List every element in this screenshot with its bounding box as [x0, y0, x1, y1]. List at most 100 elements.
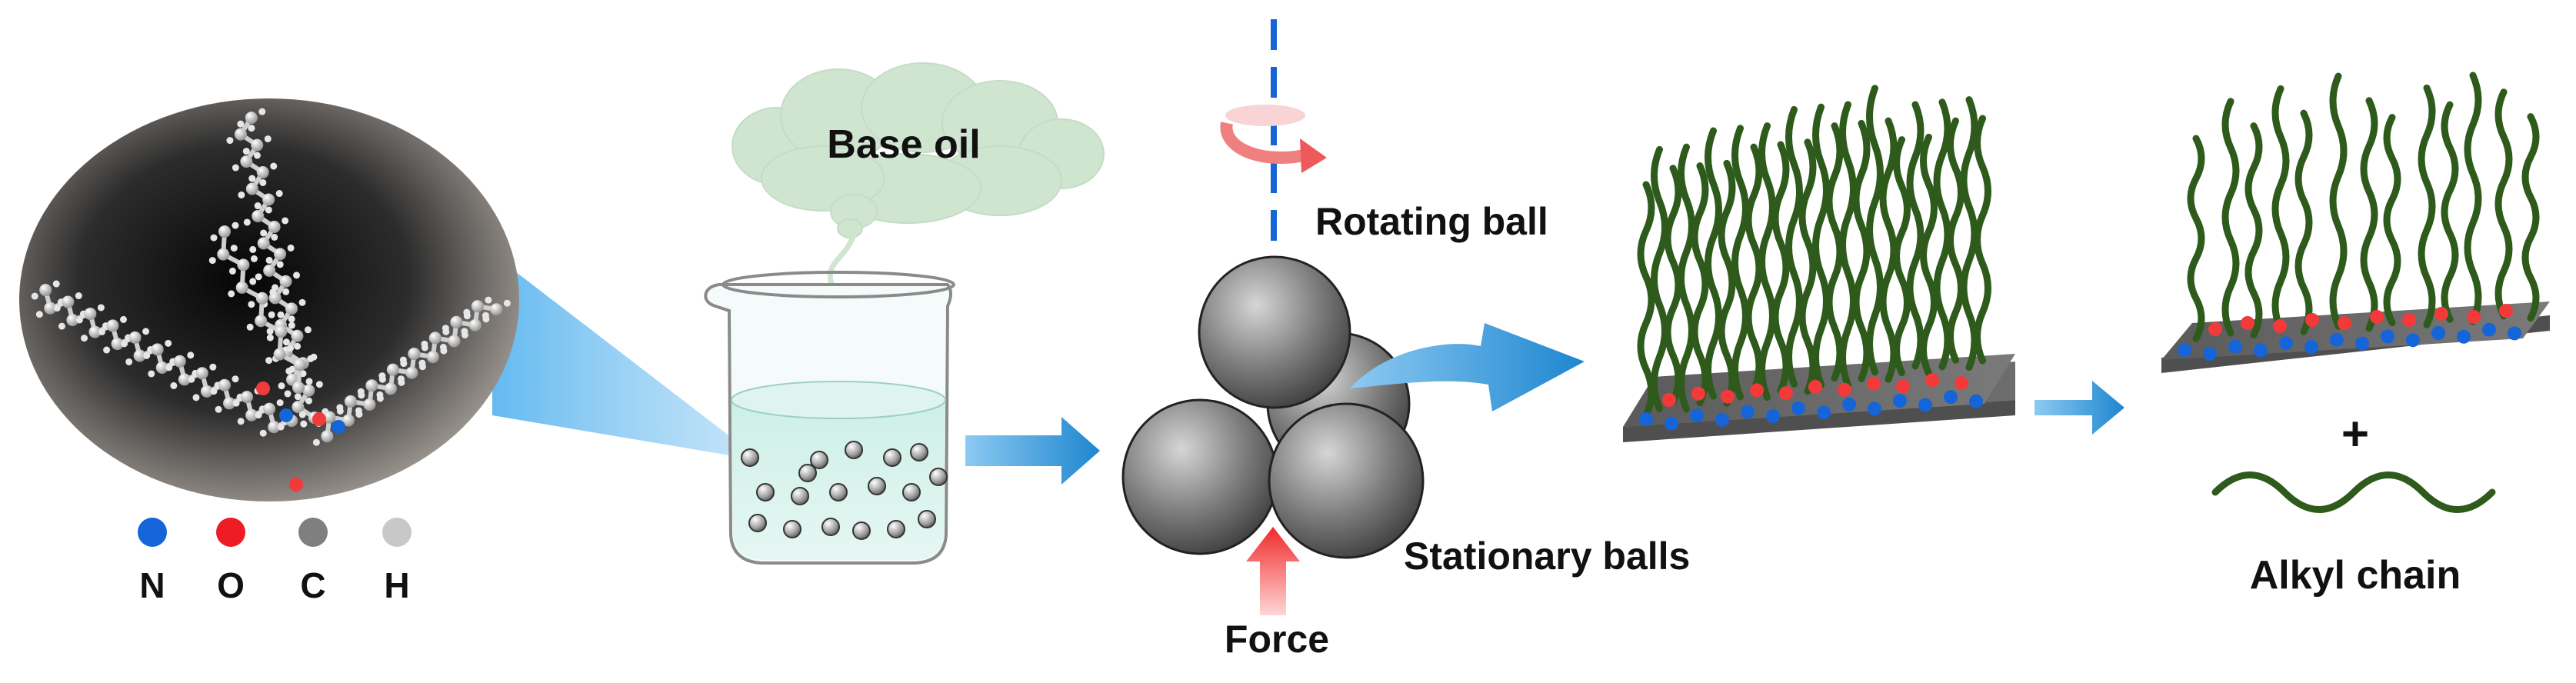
legend-label-n: N [139, 565, 165, 605]
alkyl-chain-strand [1879, 117, 1898, 383]
legend-label-o: O [217, 565, 245, 605]
oxygen-atom [2241, 316, 2254, 330]
alkyl-chain-strand [1678, 143, 1695, 413]
legend-swatch-o [216, 518, 245, 547]
oxygen-atom [2402, 313, 2416, 327]
nitrogen-atom [1715, 412, 1729, 427]
nitrogen-atom [1639, 412, 1653, 426]
head-group-atoms [1639, 373, 1983, 431]
nitrogen-atom [1893, 394, 1907, 408]
nitrogen-atom [1918, 398, 1932, 412]
alkyl-chain-strand [1664, 165, 1682, 406]
nitrogen-atom [2381, 329, 2394, 344]
nitrogen-atom [2279, 336, 2293, 351]
alkyl-chain-strand [2294, 109, 2313, 335]
nitrogen-atom [1665, 416, 1678, 431]
suspended-ball [887, 520, 905, 538]
oxygen-atom [1662, 393, 1676, 407]
nitrogen-atom [1690, 408, 1704, 423]
worn-film-icon: + Alkyl chain [2161, 72, 2550, 598]
alkyl-chain-strand [1852, 119, 1871, 382]
oxygen-atom [1808, 380, 1822, 394]
suspended-ball [756, 483, 775, 501]
force-label: Force [1225, 618, 1329, 661]
alkyl-chain-strand [1785, 105, 1803, 388]
adsorbed-film-icon [1623, 85, 2015, 442]
nitrogen-atom [2203, 346, 2217, 361]
alkyl-chain-strand [1812, 103, 1830, 388]
suspended-ball [902, 483, 921, 501]
molecule-ellipse [19, 98, 519, 501]
nitrogen-atom [1766, 409, 1780, 423]
magnified-molecule-icon [19, 98, 751, 501]
alkyl-chain-strand [1691, 162, 1709, 407]
alkyl-chain-strand [1651, 145, 1668, 412]
legend-swatch-c [298, 518, 328, 547]
alkyl-chain-strand [1637, 181, 1655, 419]
alkyl-chain-strand [2383, 114, 2401, 327]
oxygen-atom [2208, 322, 2222, 336]
alkyl-chain-strand [2418, 84, 2436, 328]
molecule-chain-upper [208, 222, 315, 398]
alkyl-chain-strand [2271, 85, 2290, 333]
oxygen-atom [1691, 386, 1705, 401]
oxygen-atom [2273, 319, 2287, 333]
beaker-icon: Base oil [704, 62, 1105, 565]
alkyl-chain-strand [1839, 101, 1857, 389]
worn-head-group-atoms [2178, 304, 2521, 361]
alkyl-chain-strand [2360, 97, 2378, 332]
nitrogen-atom [2457, 329, 2471, 344]
nitrogen-atom [1969, 394, 1983, 408]
suspended-ball [918, 510, 936, 528]
force-arrow [1246, 527, 1300, 615]
alkyl-chain-strand [1933, 98, 1951, 371]
alkyl-chain-strand [2221, 98, 2240, 337]
suspended-ball [883, 448, 901, 467]
oxygen-atom [1779, 386, 1793, 401]
oxygen-atom [1954, 376, 1968, 390]
suspended-balls [741, 441, 948, 540]
nitrogen-atom [1741, 405, 1755, 419]
oxygen-atom [2499, 304, 2513, 318]
nitrogen-atom [1842, 397, 1856, 411]
legend-label-c: C [300, 565, 325, 605]
free-alkyl-chain-icon [2211, 471, 2496, 513]
rotating-ball-label: Rotating ball [1315, 200, 1548, 243]
nitrogen-atom [2228, 339, 2242, 354]
oxygen-atom [2338, 316, 2351, 330]
oxygen-atom [1838, 382, 1851, 397]
alkyl-chain-strand [1960, 96, 1978, 371]
alkyl-chain-strand [1866, 85, 1884, 376]
oxygen-atom [256, 381, 270, 395]
alkyl-chain-label: Alkyl chain [2250, 553, 2461, 598]
suspended-ball [929, 468, 948, 486]
plus-sign: + [2341, 408, 2369, 461]
suspended-ball [868, 477, 886, 495]
stationary-ball-left [1121, 398, 1278, 555]
oxygen-atom [1750, 383, 1764, 398]
alkyl-chain-strand [2187, 135, 2205, 342]
alkyl-chain-strand [2494, 88, 2513, 320]
suspended-ball [829, 483, 848, 501]
beaker-liquid [731, 394, 945, 560]
nitrogen-atom [2406, 333, 2420, 348]
process-arrow-1 [965, 417, 1100, 485]
rotating-ball [1198, 255, 1351, 409]
nitrogen-atom [2330, 332, 2344, 347]
suspended-ball [852, 521, 871, 540]
base-oil-cloud [731, 62, 1105, 238]
alkyl-chain-strand [1758, 122, 1776, 401]
alkyl-chain-strand [1718, 159, 1736, 407]
suspended-ball [845, 441, 863, 459]
alkyl-chain-strand [1731, 125, 1749, 401]
rotation-arrow-icon [1220, 105, 1327, 173]
nitrogen-atom [1791, 401, 1805, 415]
molecule-structure [31, 108, 511, 491]
alkyl-chain-strand [2329, 72, 2348, 330]
alkyl-chain-strand [1825, 122, 1844, 382]
alkyl-chain-strand [2244, 122, 2263, 339]
nitrogen-atom [279, 408, 293, 422]
nitrogen-atom [2254, 343, 2268, 358]
oxygen-atom [289, 478, 303, 491]
oxygen-atom [2434, 307, 2448, 321]
